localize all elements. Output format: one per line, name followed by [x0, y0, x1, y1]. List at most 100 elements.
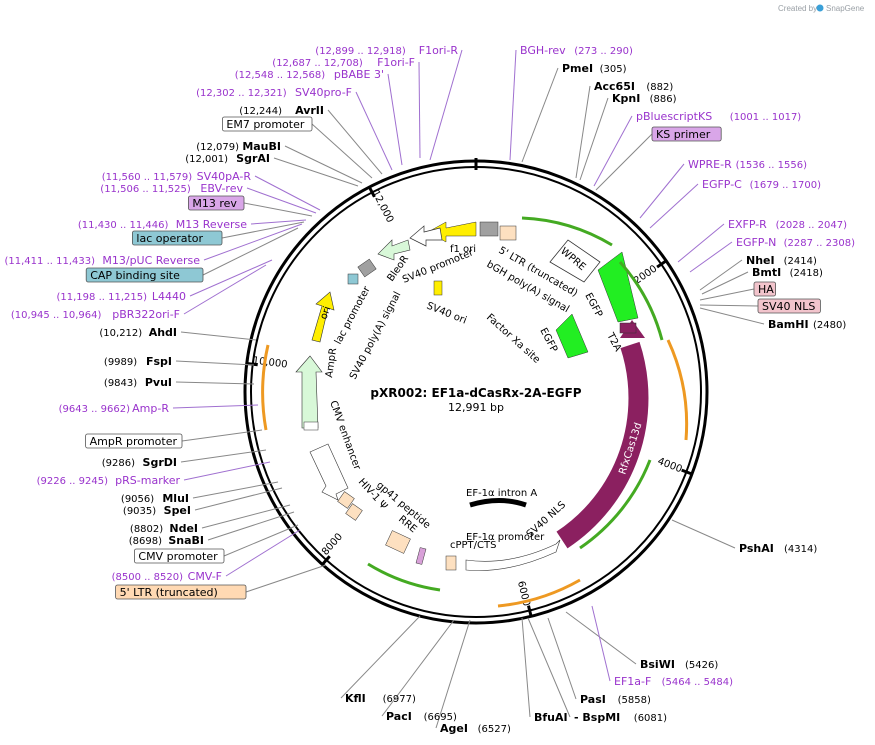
bfuai-name: BfuAI: [534, 711, 568, 724]
em7-name: EM7 promoter: [226, 118, 304, 131]
tick-mark: [527, 605, 533, 618]
ef1af-label: EF1a-F(5464 .. 5484): [614, 675, 733, 688]
l4440-name: L4440: [152, 290, 186, 303]
prs-leader: [183, 461, 271, 481]
ltr5-name: 5' LTR (truncated): [120, 586, 218, 599]
pmei-name: PmeI: [562, 62, 593, 75]
ampr_r-name: Amp-R: [132, 402, 169, 415]
exfpr-label: EXFP-R (2028 .. 2047): [728, 218, 847, 231]
cap-label: CAP binding site: [85, 267, 204, 283]
egfpc-name: EGFP-C: [702, 178, 742, 191]
ampr-arrow: [295, 355, 323, 429]
cppt-box: [445, 555, 457, 571]
pbr322-label: pBR322ori-F(10,945 .. 10,964): [11, 308, 180, 321]
m13reverse-position: (11,430 .. 11,446): [78, 220, 169, 231]
l4440-leader: [189, 259, 273, 297]
avrII-leader: [327, 109, 383, 175]
tick-label: 12,000: [369, 189, 395, 225]
sgrdi-leader: [180, 449, 267, 463]
pvui-label: PvuI(9843): [104, 376, 172, 389]
pshai-label: PshAI(4314): [739, 542, 817, 555]
orange-arc-bottom: [497, 578, 581, 608]
sv40pa_r-name: SV40pA-R: [197, 170, 252, 183]
ksprimer-leader: [595, 133, 653, 191]
exfpr-position: (2028 .. 2047): [776, 220, 848, 231]
f1ori_f-position: (12,687 .. 12,708): [272, 58, 363, 69]
tick-label: 4000: [656, 456, 684, 475]
ltr-trunc-box: [499, 225, 517, 241]
agei-position: (6527): [478, 724, 511, 735]
bghrev-position: (273 .. 290): [574, 46, 633, 57]
sv40-ori-label: SV40 ori: [425, 301, 468, 327]
snapgene-credit: Created by SnapGene: [778, 4, 865, 13]
rre-box: [385, 530, 411, 554]
sv40-promoter-label: SV40 promoter: [401, 247, 476, 286]
cap-leader: [202, 227, 299, 276]
tick-mark: [245, 361, 258, 367]
sv40pro_f-label: SV40pro-F(12,302 .. 12,321): [196, 86, 352, 99]
egfpn-position: (2287 .. 2308): [784, 238, 856, 249]
sgrdi-name: SgrDI: [143, 456, 177, 469]
cap-box: [85, 267, 204, 283]
ebv_rev-position: (11,506 .. 11,525): [100, 184, 191, 195]
acc65i-position: (882): [646, 82, 673, 93]
sgrdi-label: SgrDI (9286): [102, 456, 177, 469]
agei-label: AgeI(6527): [440, 722, 511, 735]
ampr_prom-label: AmpR promoter: [85, 433, 183, 449]
bleor-arrow: [377, 239, 411, 261]
bfuai-leader: [521, 617, 531, 718]
orange-arc-left: [261, 344, 270, 431]
ltr5-leader: [245, 564, 327, 593]
wprer-position: (1536 .. 1556): [736, 160, 808, 171]
exfpr-leader: [677, 223, 725, 263]
spei-name: SpeI: [164, 504, 191, 517]
ampr_prom-name: AmpR promoter: [90, 435, 178, 448]
m13reverse-leader: [250, 219, 307, 225]
cmvf-label: CMV-F(8500 .. 8520): [112, 570, 222, 583]
exfpr-name: EXFP-R: [728, 218, 767, 231]
sv40pro_f-leader: [355, 91, 393, 171]
nhei-leader: [699, 259, 743, 291]
sgrdi-position: (9286): [102, 458, 135, 469]
snabi-position: (8698): [129, 536, 162, 547]
cap-name: CAP binding site: [90, 269, 180, 282]
cmvf-position: (8500 .. 8520): [112, 572, 184, 583]
ori-arrow: [311, 291, 335, 343]
bghrev-name: BGH-rev: [520, 44, 566, 57]
snapgene-logo-icon: [816, 4, 824, 12]
tick-label: 8000: [320, 531, 345, 557]
ebv_rev-name: EBV-rev: [200, 182, 243, 195]
green-arc-lower-right: [579, 459, 652, 550]
tick-mark: [367, 185, 376, 198]
wprer-name: WPRE-R: [688, 158, 732, 171]
bghrev-leader: [509, 49, 517, 161]
prs-position: (9226 .. 9245): [37, 476, 109, 487]
snabi-label: SnaBI(8698): [129, 534, 204, 547]
prs-label: pRS-marker(9226 .. 9245): [37, 474, 181, 487]
orange-arc-right: [666, 339, 689, 441]
plasmid-name: pXR002: EF1a-dCasRx-2A-EGFP: [370, 386, 581, 400]
snabi-leader: [207, 511, 295, 541]
factor-xa-label: Factor Xa site: [484, 312, 542, 366]
ahdi-name: AhdI: [149, 326, 177, 339]
ebv_rev-label: EBV-rev (11,506 .. 11,525): [100, 182, 243, 195]
f1ori_r-label: F1ori-R(12,899 .. 12,918): [315, 44, 458, 57]
maubi-name: MauBI: [242, 140, 281, 153]
bgh-box: [479, 221, 499, 237]
maubi-label: MauBI(12,079): [196, 140, 281, 153]
sgrai-label: SgrAI(12,001): [185, 152, 270, 165]
bmti-name: BmtI: [752, 266, 781, 279]
nhei-label: NheI(2414): [746, 254, 817, 267]
avrII-name: AvrII: [295, 104, 324, 117]
nhei-position: (2414): [784, 256, 817, 267]
fspi-label: FspI(9989): [104, 355, 172, 368]
ndei-leader: [201, 504, 291, 529]
ha-leader: [699, 288, 755, 301]
ef1a-intron-label: EF-1α intron A: [466, 488, 537, 499]
kpni-position: (886): [650, 94, 677, 105]
f1ori_r-position: (12,899 .. 12,918): [315, 46, 406, 57]
pshai-leader: [671, 519, 736, 549]
cmvprom-leader: [223, 524, 299, 557]
bsiwi-position: (5426): [685, 660, 718, 671]
sv40pro_f-name: SV40pro-F: [295, 86, 352, 99]
